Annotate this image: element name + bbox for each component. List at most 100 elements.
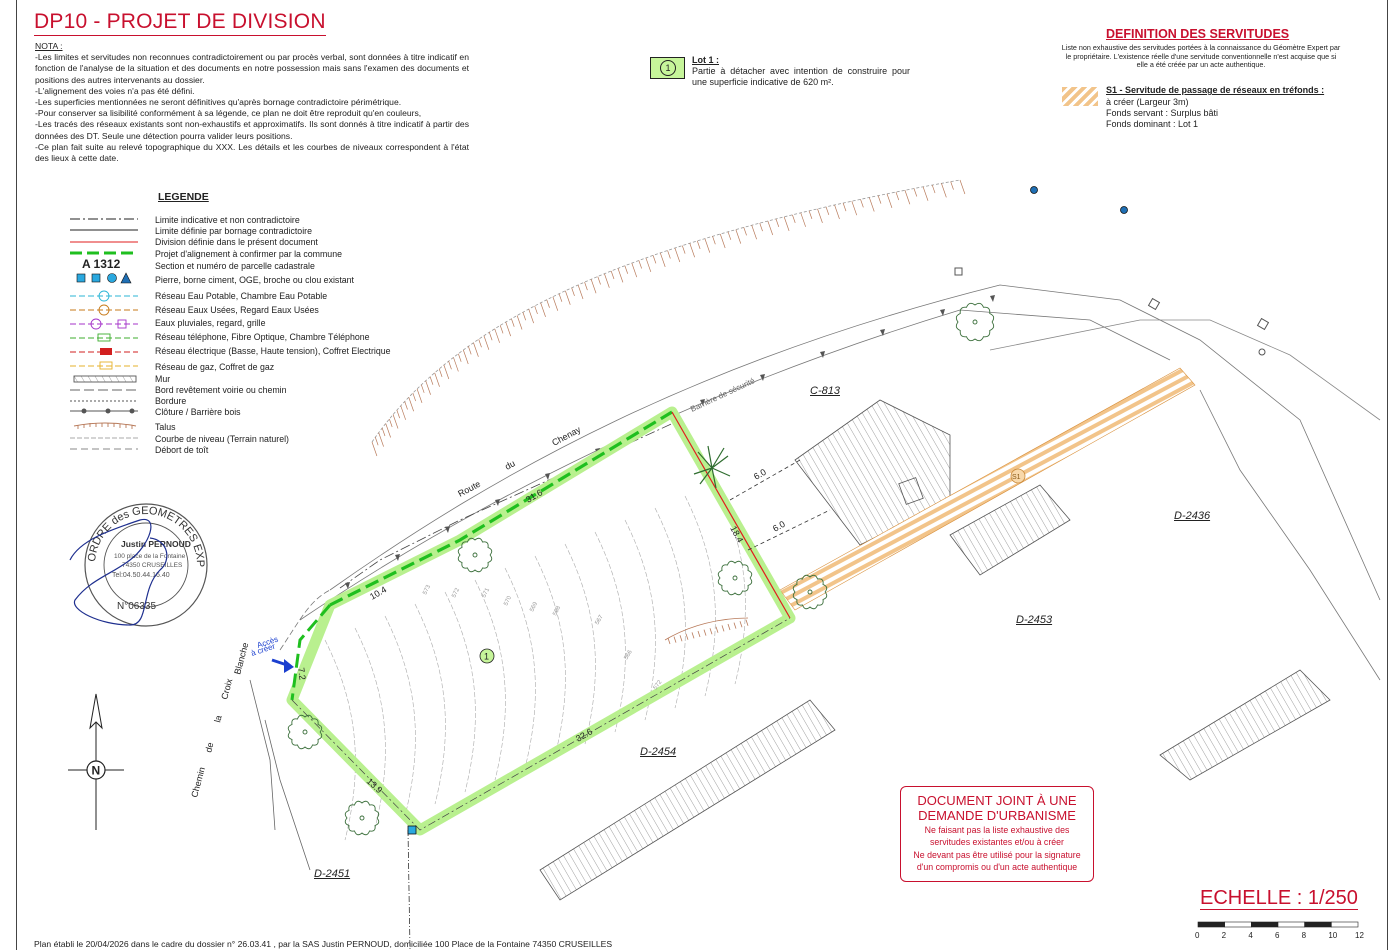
north-arrow: N — [68, 693, 124, 830]
note-line: -Les superficies mentionnées ne seront d… — [35, 97, 402, 108]
talus-tick — [667, 250, 671, 259]
chemin-edges — [249, 679, 411, 950]
servitude-s1-strip — [779, 367, 1196, 611]
talus-tick — [767, 220, 774, 236]
legend-item: Débort de toît — [155, 445, 209, 455]
contour-line — [594, 531, 626, 733]
trees — [287, 302, 995, 836]
talus-tick — [895, 191, 900, 201]
legend-item: Réseau de gaz, Coffret de gaz — [155, 362, 275, 372]
contour-line — [474, 579, 506, 781]
talus-tick — [712, 236, 716, 245]
talus-tick — [759, 223, 763, 232]
talus-tick — [571, 287, 575, 296]
talus-tick — [468, 346, 472, 355]
s1-line: à créer (Largeur 3m) — [1106, 97, 1189, 107]
rail-post — [880, 329, 885, 336]
palm-tree-icon — [693, 445, 731, 489]
talus-tick — [667, 637, 671, 645]
boundary-markers — [407, 186, 1270, 835]
legend-item: Réseau téléphone, Fibre Optique, Chambre… — [155, 332, 370, 342]
talus-tick — [696, 240, 701, 250]
talus-tick — [577, 284, 584, 300]
servitudes-title: DEFINITION DES SERVITUDES — [1106, 27, 1290, 41]
contour-line — [444, 591, 476, 793]
talus-tick — [371, 441, 378, 457]
rail-post — [445, 526, 450, 533]
talus-tick — [617, 268, 624, 283]
talus-tick — [886, 193, 893, 208]
talus-tick — [458, 353, 462, 362]
talus-tick — [534, 305, 538, 315]
talus-tick — [681, 245, 686, 254]
talus-tick — [860, 199, 864, 208]
stamp-tel: Tel:04.50.44.16.40 — [112, 572, 170, 579]
lot1-text: Partie à détacher avec intention de cons… — [692, 66, 910, 87]
acces-label-2: à créer — [250, 642, 277, 658]
talus-tick — [453, 357, 459, 372]
stamp-number: N°06335 — [117, 601, 156, 612]
road-route-w2: du — [503, 458, 517, 472]
contour-line — [534, 555, 566, 757]
tree-canopy — [457, 537, 493, 573]
talus-tick — [783, 216, 790, 231]
talus-tick — [404, 401, 408, 410]
talus-tick — [743, 227, 747, 236]
talus-tick — [381, 427, 386, 437]
scale-tick-label: 12 — [1355, 931, 1364, 940]
talus-tick — [817, 208, 823, 223]
talus-tick — [950, 181, 954, 190]
talus-tick — [516, 315, 523, 330]
scale-segment — [1304, 921, 1332, 928]
contour-line — [564, 543, 596, 745]
signature-scribble — [69, 518, 168, 626]
note-block: NOTA : -Les limites et servitudes non re… — [35, 41, 469, 164]
lot1-badge-number: 1 — [660, 60, 676, 76]
talus-tick — [396, 410, 401, 419]
talus-tick — [565, 290, 571, 305]
talus-tick — [851, 201, 858, 216]
parcel-d2454: D-2454 — [640, 746, 677, 758]
contour-label: 567 — [595, 614, 606, 626]
legend-item: Eaux pluviales, regard, grille — [155, 318, 266, 328]
stamp-addr1: 100 place de la Fontaine — [114, 553, 186, 560]
talus-tick — [624, 265, 629, 274]
legend-item: Limite indicative et non contradictoire — [155, 215, 300, 225]
warning-heading-1: DOCUMENT JOINT À UNE — [917, 793, 1077, 808]
talus-tick — [429, 376, 434, 385]
legend-symbols: A 1312 — [70, 218, 138, 450]
rail-post — [940, 309, 945, 316]
scale-tick-label: 8 — [1302, 931, 1307, 940]
talus-tick — [685, 633, 689, 640]
warning-line: d'un compromis ou d'un acte authentique — [916, 862, 1078, 873]
talus-tick — [751, 225, 757, 240]
tree-canopy — [344, 800, 380, 836]
note-line: -Les limites et servitudes non reconnues… — [35, 52, 469, 85]
legend-item: Réseau Eau Potable, Chambre Eau Potable — [155, 291, 328, 301]
talus-tick — [709, 628, 713, 635]
tree-icon — [792, 574, 828, 610]
tree-trunk — [807, 589, 813, 595]
tree-canopy — [717, 560, 753, 596]
legend-item: Bord revêtement voirie ou chemin — [155, 385, 287, 395]
tree-trunk — [972, 319, 978, 325]
talus-tick — [505, 321, 512, 337]
lot-badge-number: 1 — [484, 652, 489, 662]
talus-tick — [719, 233, 726, 249]
talus-tick — [597, 276, 601, 285]
scale-segment — [1251, 921, 1279, 928]
talus-tick — [842, 202, 847, 212]
talus-tick — [443, 364, 450, 380]
note-line: -L'alignement des voies n'a pas été défi… — [35, 85, 195, 96]
talus-tick — [931, 184, 936, 194]
legend-item: Projet d'alignement à confirmer par la c… — [155, 249, 342, 259]
tree-canopy — [287, 714, 323, 750]
north-label: N — [92, 764, 101, 778]
talus-tick — [697, 630, 701, 638]
talus-tick — [438, 368, 443, 378]
legend-item: Division définie dans le présent documen… — [155, 237, 318, 247]
contour-label: 573 — [422, 584, 432, 596]
talus-tick — [638, 260, 642, 269]
